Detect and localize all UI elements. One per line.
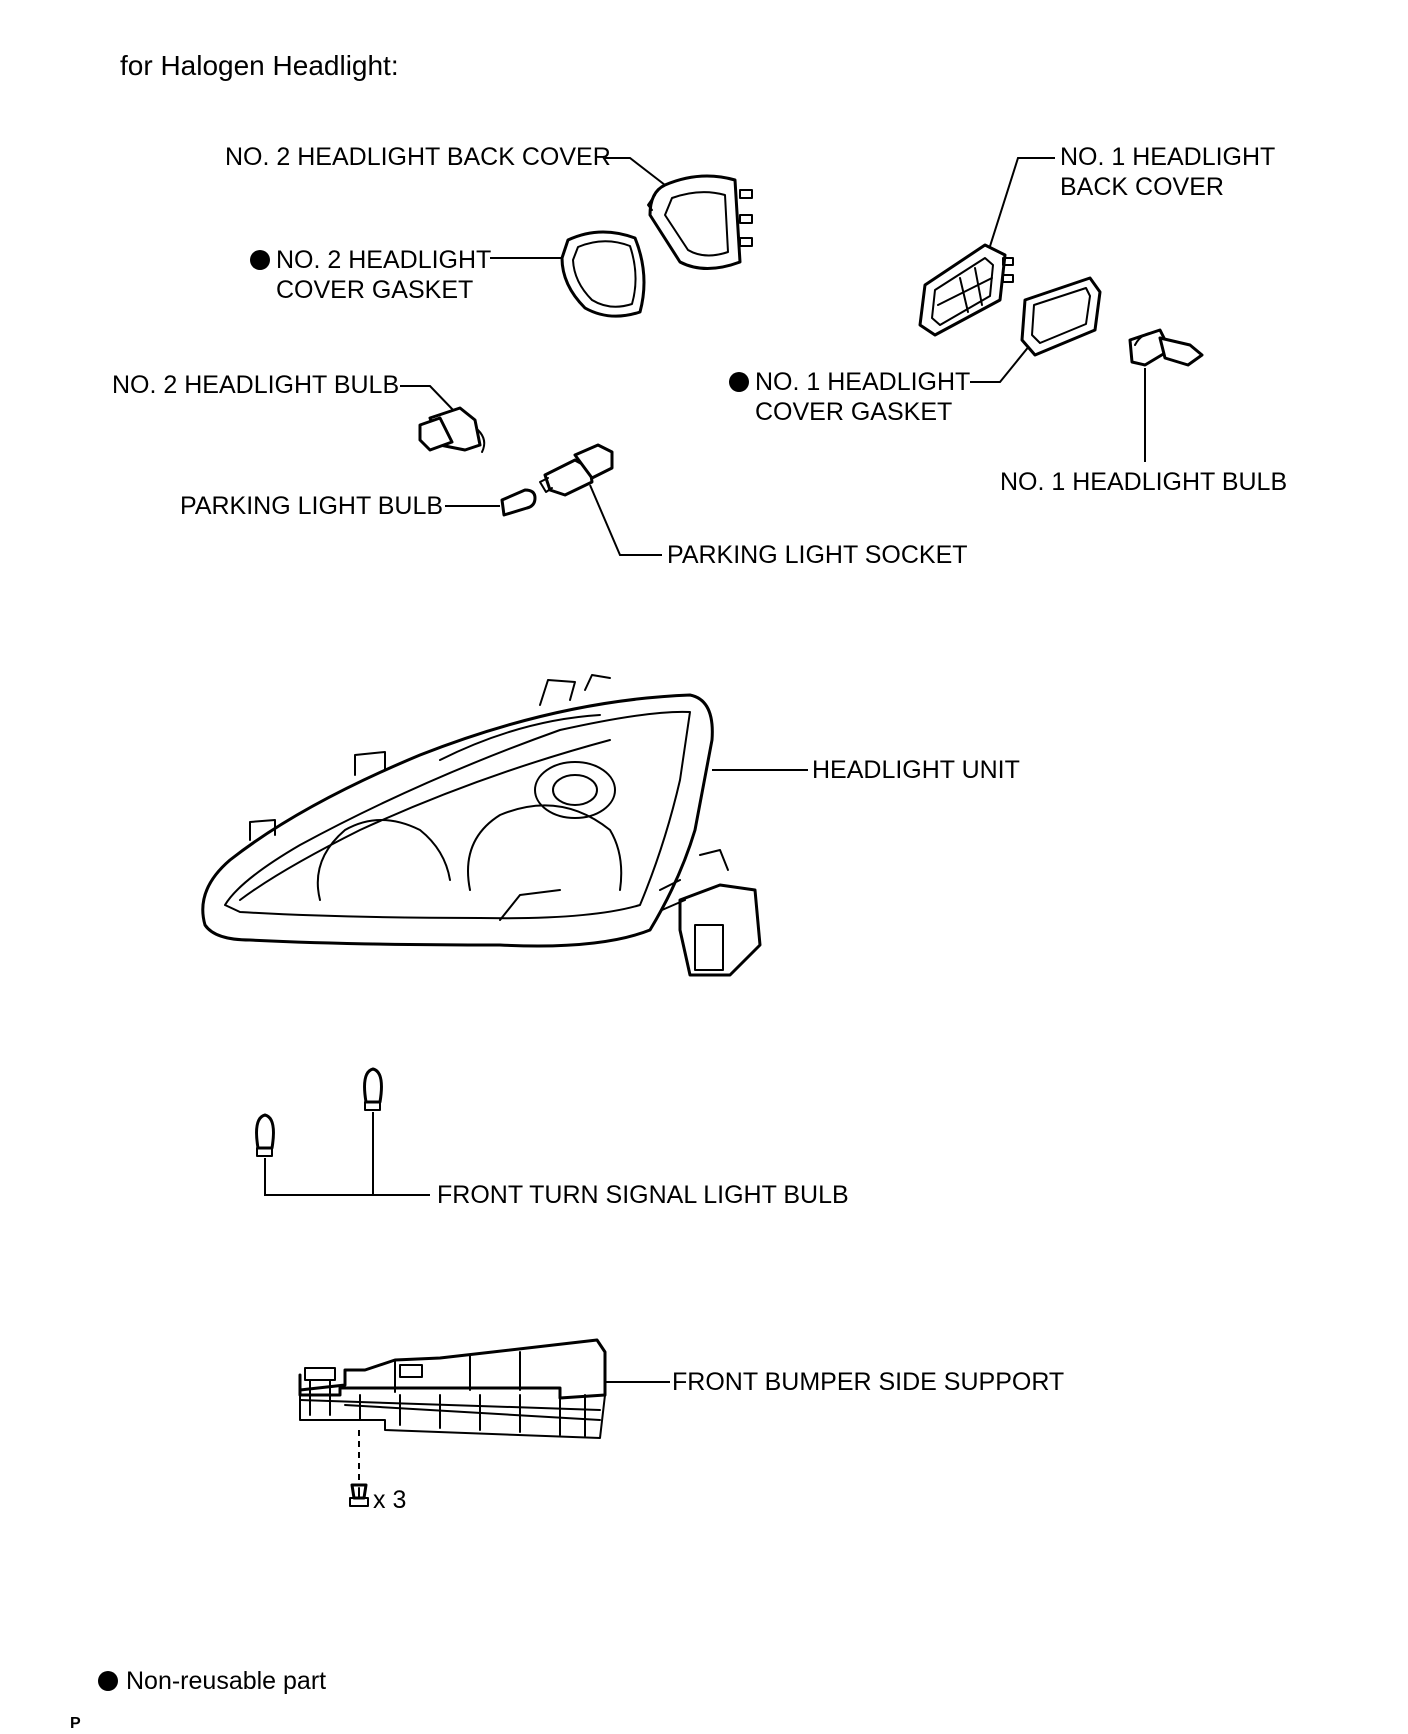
label-no2-gasket-line2: COVER GASKET	[276, 276, 473, 304]
label-bumper-support: FRONT BUMPER SIDE SUPPORT	[672, 1368, 1064, 1396]
label-no1-back-cover-line1: NO. 1 HEADLIGHT	[1060, 143, 1275, 171]
non-reusable-legend-mark	[98, 1671, 118, 1691]
no1-back-cover-part	[918, 243, 1014, 337]
label-no2-bulb: NO. 2 HEADLIGHT BULB	[112, 371, 399, 399]
no2-back-cover-part	[647, 174, 753, 270]
turn-signal-bulb-right	[363, 1067, 383, 1111]
non-reusable-mark-no2-gasket	[250, 250, 270, 270]
parking-light-bulb-part	[500, 488, 537, 517]
non-reusable-mark-no1-gasket	[729, 372, 749, 392]
label-parking-socket: PARKING LIGHT SOCKET	[667, 541, 968, 569]
label-parking-bulb: PARKING LIGHT BULB	[180, 492, 443, 520]
diagram-title: for Halogen Headlight:	[120, 50, 399, 81]
page-footer-letter: P	[70, 1715, 81, 1732]
headlight-unit-part	[201, 674, 762, 977]
label-no1-back-cover-line2: BACK COVER	[1060, 173, 1224, 201]
label-no1-gasket-line1: NO. 1 HEADLIGHT	[755, 368, 970, 396]
bumper-side-support-part	[298, 1338, 607, 1439]
label-no2-back-cover: NO. 2 HEADLIGHT BACK COVER	[225, 143, 611, 171]
no1-headlight-bulb-part	[1128, 328, 1204, 367]
label-no2-gasket-line1: NO. 2 HEADLIGHT	[276, 246, 491, 274]
screw-icon	[349, 1483, 369, 1507]
no2-headlight-bulb-part	[418, 406, 486, 453]
parking-light-socket-part	[539, 443, 614, 497]
no2-gasket-part	[560, 230, 646, 318]
label-no1-gasket-line2: COVER GASKET	[755, 398, 952, 426]
screw-quantity: x 3	[373, 1486, 406, 1514]
no1-gasket-part	[1020, 276, 1102, 357]
turn-signal-bulb-left	[255, 1113, 275, 1157]
label-no1-bulb: NO. 1 HEADLIGHT BULB	[1000, 468, 1287, 496]
label-headlight-unit: HEADLIGHT UNIT	[812, 756, 1020, 784]
label-turn-signal-bulb: FRONT TURN SIGNAL LIGHT BULB	[437, 1181, 849, 1209]
legend-non-reusable: Non-reusable part	[126, 1667, 326, 1695]
